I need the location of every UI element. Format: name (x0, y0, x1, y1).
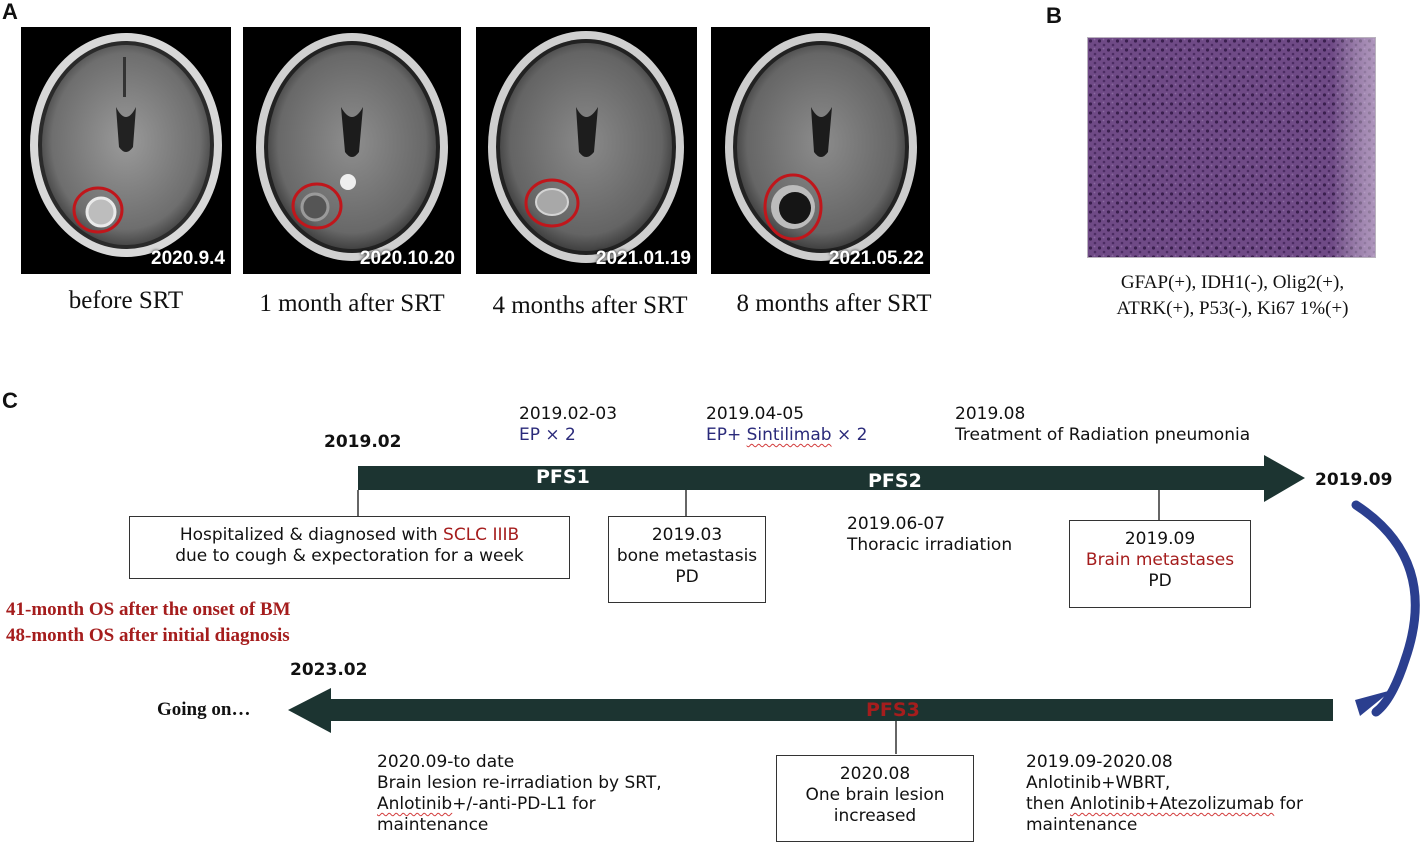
bone-metastasis-box: 2019.03 bone metastasis PD (608, 516, 766, 603)
event-date: 2019.08 (955, 404, 1026, 424)
lesion-increased-box: 2020.08 One brain lesion increased (776, 755, 974, 842)
diagnosis-text: Hospitalized & diagnosed with (179, 525, 444, 545)
brain-scan-image (256, 33, 448, 261)
event-text: then (1026, 794, 1071, 814)
event-text: EP+ Sintilimab × 2 (706, 425, 867, 446)
box-line-1: One brain lesion (805, 785, 945, 805)
mri-image-2: 2020.10.20 (243, 27, 461, 274)
pfs3-label: PFS3 (866, 699, 920, 721)
diagnosis-box: Hospitalized & diagnosed with SCLC IIIB … (129, 516, 570, 579)
histology-line-1: GFAP(+), IDH1(-), Olig2(+), (1120, 272, 1345, 293)
mri-date: 2020.9.4 (151, 248, 225, 269)
event-line-2: then Anlotinib+Atezolizumab for (1026, 794, 1303, 815)
os-line-2: 48-month OS after initial diagnosis (6, 625, 290, 646)
event-text: Thoracic irradiation (847, 535, 1013, 555)
event-line-3: maintenance (377, 815, 489, 835)
event-text-a: EP+ (706, 425, 747, 445)
mri-caption: 1 month after SRT (259, 290, 445, 317)
going-on-label: Going on… (157, 699, 251, 720)
os-line-1: 41-month OS after the onset of BM (6, 599, 291, 620)
bottom-date: 2023.02 (290, 660, 368, 680)
brain-metastases-box: 2019.09 Brain metastases PD (1069, 520, 1251, 608)
event-ep-sintilimab: 2019.04-05 EP+ Sintilimab × 2 (706, 404, 867, 446)
brain-scan-image (725, 33, 917, 261)
histology-markers: GFAP(+), IDH1(-), Olig2(+), ATRK(+), P53… (1060, 270, 1405, 322)
panel-a-label: A (2, 0, 18, 24)
histology-image (1087, 37, 1376, 258)
brain-scan-image (30, 33, 222, 257)
event-text: EP × 2 (519, 425, 576, 445)
curved-arrow (1351, 500, 1420, 717)
event-radiation-pneumonia: 2019.08 Treatment of Radiation pneumonia (955, 404, 1250, 446)
event-line-1: Brain lesion re-irradiation by SRT, (377, 773, 662, 793)
curved-arrow-head (1355, 690, 1392, 716)
lesion-circle (763, 173, 823, 241)
event-date: 2019.09-2020.08 (1026, 752, 1173, 772)
start-date: 2019.02 (324, 432, 402, 452)
box-date: 2019.09 (1124, 529, 1196, 549)
pfs1-label: PFS1 (536, 466, 590, 488)
diagnosis-stage: SCLC IIIB (443, 525, 520, 545)
lesion-circle (291, 182, 343, 230)
lesion-circle (72, 186, 124, 234)
mri-caption: 4 months after SRT (492, 292, 688, 319)
mri-date: 2021.05.22 (828, 248, 924, 269)
event-thoracic-irradiation: 2019.06-07 Thoracic irradiation (847, 514, 1012, 556)
mri-caption: before SRT (68, 287, 184, 314)
event-wbrt: 2019.09-2020.08 Anlotinib+WBRT, then Anl… (1026, 752, 1303, 836)
brain-scan-image (488, 31, 684, 263)
drug-name: Anlotinib+Atezolizumab (1070, 794, 1275, 814)
event-text-c: × 2 (831, 425, 868, 445)
diagnosis-line-1: Hospitalized & diagnosed with SCLC IIIB (130, 525, 569, 546)
box-line-2: increased (833, 806, 917, 826)
event-line-3: maintenance (1026, 815, 1138, 835)
diagnosis-line-2: due to cough & expectoration for a week (175, 546, 524, 566)
event-text: Treatment of Radiation pneumonia (955, 425, 1251, 445)
histology-stain (1088, 38, 1375, 257)
drug-name: Sintilimab (746, 425, 832, 445)
event-date: 2019.04-05 (706, 404, 805, 424)
bottom-timeline-arrow (288, 688, 1333, 733)
histology-line-2: ATRK(+), P53(-), Ki67 1%(+) (1116, 298, 1349, 319)
panel-b-label: B (1046, 3, 1062, 28)
box-line-2: PD (1148, 571, 1172, 591)
event-date: 2019.06-07 (847, 514, 946, 534)
top-timeline-arrow (358, 455, 1305, 502)
box-line-1: Brain metastases (1085, 550, 1235, 570)
end-date: 2019.09 (1315, 470, 1393, 490)
mri-image-4: 2021.05.22 (711, 27, 930, 274)
event-date: 2019.02-03 (519, 404, 618, 424)
lesion-circle (524, 178, 580, 228)
mri-date: 2020.10.20 (359, 248, 455, 269)
event-srt: 2020.09-to date Brain lesion re-irradiat… (377, 752, 662, 836)
event-text: for (1274, 794, 1304, 814)
box-line-1: bone metastasis (616, 546, 758, 566)
event-line-2: Anlotinib+/-anti-PD-L1 for (377, 794, 662, 815)
event-line-1: Anlotinib+WBRT, (1026, 773, 1171, 793)
event-date: 2020.09-to date (377, 752, 515, 772)
event-ep: 2019.02-03 EP × 2 (519, 404, 617, 446)
event-text: +/-anti-PD-L1 for (452, 794, 596, 814)
mri-image-3: 2021.01.19 (476, 27, 697, 274)
mri-caption: 8 months after SRT (736, 290, 932, 317)
mri-date: 2021.01.19 (595, 248, 691, 269)
box-date: 2019.03 (651, 525, 723, 545)
box-date: 2020.08 (839, 764, 911, 784)
drug-name: Anlotinib (377, 794, 453, 814)
box-line-2: PD (675, 567, 699, 587)
pfs2-label: PFS2 (868, 470, 922, 492)
panel-c-label: C (2, 388, 18, 413)
overall-survival: 41-month OS after the onset of BM 48-mon… (6, 597, 291, 649)
mri-image-1: 2020.9.4 (21, 27, 231, 274)
